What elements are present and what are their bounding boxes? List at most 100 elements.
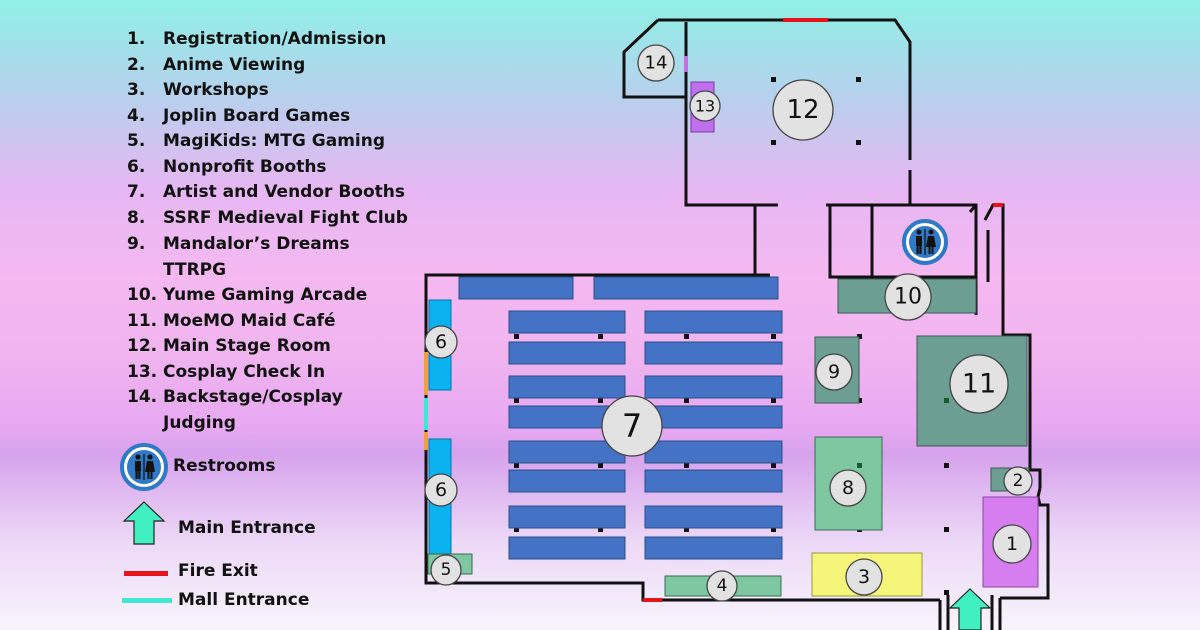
legend-number: 6. bbox=[127, 157, 146, 177]
legend-number: 9. bbox=[127, 234, 146, 254]
legend-label: Artist and Vendor Booths bbox=[163, 182, 405, 202]
legend-label: Workshops bbox=[163, 80, 269, 100]
marker-circle bbox=[1003, 466, 1033, 496]
marker-circle bbox=[424, 325, 458, 359]
legend-item: 5. MagiKids: MTG Gaming bbox=[127, 129, 427, 155]
legend-label: Main Stage Room bbox=[163, 336, 331, 356]
legend-item: 11.MoeMO Maid Café bbox=[127, 309, 427, 335]
legend-number: 5. bbox=[127, 131, 146, 151]
booth[interactable] bbox=[508, 505, 626, 529]
legend-number: 3. bbox=[127, 80, 146, 100]
area-label-10: 10 bbox=[894, 285, 922, 310]
booth[interactable] bbox=[644, 505, 783, 529]
pillar bbox=[944, 398, 949, 403]
area-label-4: 4 bbox=[717, 576, 728, 596]
area-label-11: 11 bbox=[962, 369, 996, 400]
booth[interactable] bbox=[458, 276, 574, 300]
booth[interactable] bbox=[644, 469, 783, 493]
marker-circle bbox=[601, 395, 663, 457]
legend-number: 8. bbox=[127, 208, 146, 228]
legend-label: Cosplay Check In bbox=[163, 362, 326, 382]
booth[interactable] bbox=[644, 310, 783, 334]
marker-circle bbox=[689, 90, 721, 122]
restroom-icon bbox=[120, 443, 168, 491]
legend-number: 13. bbox=[127, 362, 158, 382]
legend-label: MagiKids: MTG Gaming bbox=[163, 131, 386, 151]
marker-circle bbox=[949, 354, 1009, 414]
legend-label: Anime Viewing bbox=[163, 55, 306, 75]
area-label-1: 1 bbox=[1006, 533, 1018, 555]
legend-item: 4.Joplin Board Games bbox=[127, 104, 427, 130]
legend-number: 7. bbox=[127, 182, 146, 202]
marker-circle bbox=[845, 558, 883, 596]
legend-item: 6. Nonprofit Booths bbox=[127, 155, 427, 181]
mall-entrance-swatch bbox=[122, 598, 172, 603]
area-label-13: 13 bbox=[695, 97, 715, 116]
booth[interactable] bbox=[508, 375, 626, 399]
main-stage-room[interactable] bbox=[690, 68, 700, 78]
restrooms-label: Restrooms bbox=[173, 456, 276, 476]
booth[interactable] bbox=[508, 310, 626, 334]
legend-label: Mandalor’s Dreams TTRPG bbox=[163, 234, 350, 280]
restroom-icon[interactable] bbox=[902, 219, 948, 265]
legend-number: 2. bbox=[127, 55, 146, 75]
legend-label: Yume Gaming Arcade bbox=[163, 285, 368, 305]
booth[interactable] bbox=[644, 405, 783, 429]
marker-circle bbox=[424, 473, 458, 507]
legend-number: 4. bbox=[127, 106, 146, 126]
area-label-9: 9 bbox=[828, 361, 840, 383]
marker-circle bbox=[637, 44, 675, 82]
area-label-8: 8 bbox=[842, 477, 854, 499]
walls bbox=[424, 18, 1050, 630]
booth[interactable] bbox=[593, 276, 779, 300]
area-label-12: 12 bbox=[786, 95, 819, 125]
booth[interactable] bbox=[644, 375, 783, 399]
area-label-3: 3 bbox=[858, 566, 870, 588]
booth[interactable] bbox=[644, 536, 783, 560]
marker-circle bbox=[829, 469, 867, 507]
pillar bbox=[857, 463, 862, 468]
legend-item: 8. SSRF Medieval Fight Club bbox=[127, 206, 427, 232]
marker-circle bbox=[884, 273, 932, 321]
legend-number: 14. bbox=[127, 387, 158, 407]
legend-item: 9. Mandalor’s Dreams TTRPG bbox=[127, 232, 357, 283]
booth[interactable] bbox=[508, 469, 626, 493]
marker-circle bbox=[772, 79, 834, 141]
area-markers bbox=[424, 44, 1033, 602]
legend-item: 13.Cosplay Check In bbox=[127, 360, 427, 386]
map-legend: 1. Registration/Admission 2. Anime Viewing… bbox=[0, 0, 420, 630]
area-label-6: 6 bbox=[435, 331, 447, 353]
mall-entrance-label: Mall Entrance bbox=[178, 590, 310, 610]
legend-number: 1. bbox=[127, 29, 146, 49]
legend-number: 11. bbox=[127, 311, 158, 331]
legend-item: 10.Yume Gaming Arcade bbox=[127, 283, 427, 309]
booth[interactable] bbox=[644, 440, 783, 464]
legend-item: 1. Registration/Admission bbox=[127, 27, 427, 53]
legend-item: 7. Artist and Vendor Booths bbox=[127, 180, 427, 206]
legend-item: 12.Main Stage Room bbox=[127, 334, 427, 360]
legend-item: 14.Backstage/Cosplay Judging bbox=[127, 385, 357, 436]
booth[interactable] bbox=[508, 536, 626, 560]
legend-label: Nonprofit Booths bbox=[163, 157, 327, 177]
legend-label: SSRF Medieval Fight Club bbox=[163, 208, 408, 228]
fire-exit-swatch bbox=[124, 571, 168, 576]
booth[interactable] bbox=[508, 341, 626, 365]
area-label-2: 2 bbox=[1013, 471, 1024, 491]
area-label-14: 14 bbox=[645, 53, 668, 74]
marker-circle bbox=[706, 570, 738, 602]
main-entrance-arrow-icon[interactable] bbox=[948, 588, 992, 630]
marker-circle bbox=[430, 554, 462, 586]
legend-label: Registration/Admission bbox=[163, 29, 387, 49]
legend-label: MoeMO Maid Café bbox=[163, 311, 336, 331]
marker-circle bbox=[815, 353, 853, 391]
marker-circle bbox=[992, 524, 1032, 564]
main-entrance-label: Main Entrance bbox=[178, 518, 316, 538]
area-label-7: 7 bbox=[622, 407, 642, 445]
legend-number: 12. bbox=[127, 336, 158, 356]
legend-item: 3. Workshops bbox=[127, 78, 427, 104]
area-marker-labels: 14 13 12 10 6 9 11 7 2 6 8 1 5 4 3 bbox=[435, 53, 1023, 597]
booth[interactable] bbox=[644, 341, 783, 365]
area-label-6: 6 bbox=[435, 479, 447, 501]
legend-label: Backstage/Cosplay Judging bbox=[163, 387, 343, 433]
